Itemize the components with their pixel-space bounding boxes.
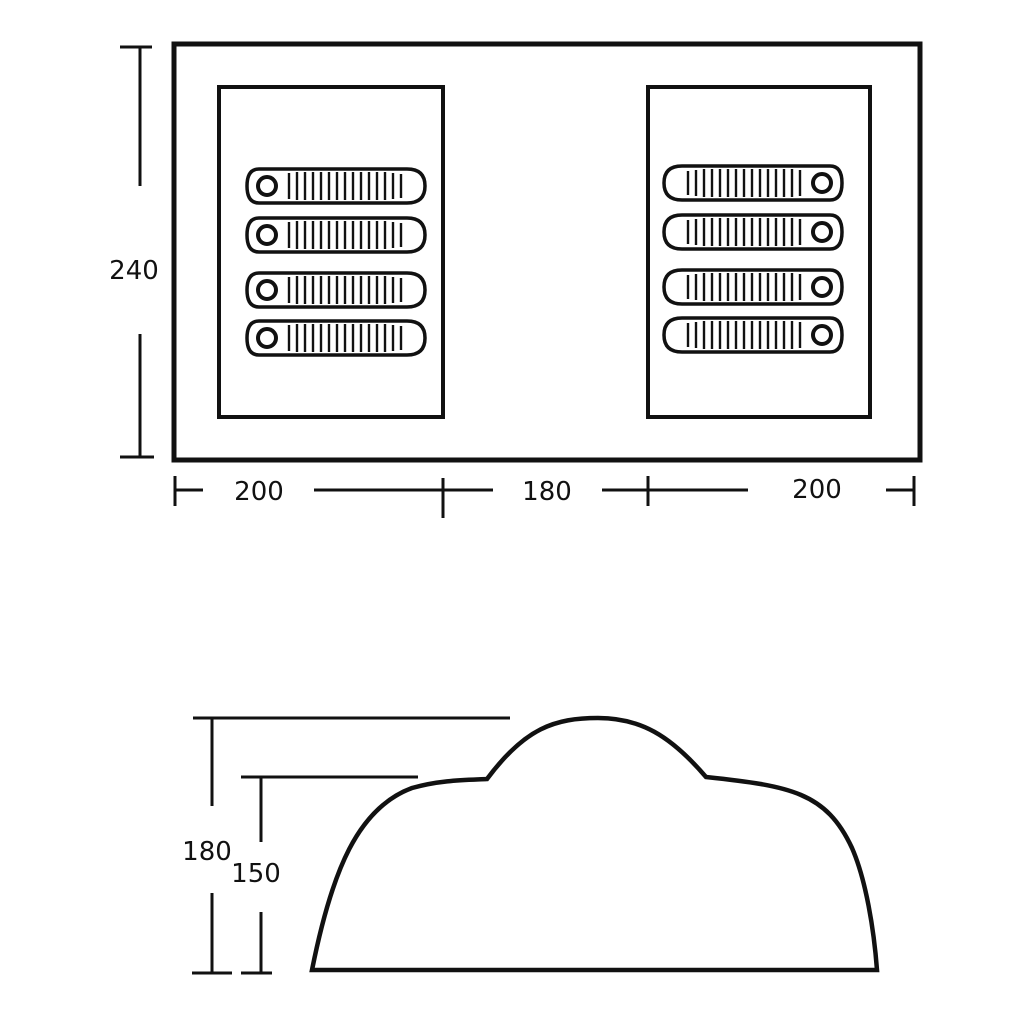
sleeping-bag-icon	[662, 164, 844, 202]
sleeping-bag-icon	[245, 167, 427, 205]
tent-side-profile	[309, 715, 880, 973]
side-height-dimension: 150	[231, 775, 418, 975]
left-bedroom	[217, 85, 445, 419]
right-room-sleeping-bags	[662, 164, 844, 354]
vestibule-length-label: 180	[522, 477, 572, 507]
sleeping-bag-icon	[245, 216, 427, 254]
sleeping-bag-icon	[245, 319, 427, 357]
side-height-label: 150	[231, 859, 281, 889]
tent-floor-outline	[171, 41, 923, 463]
sleeping-bag-icon	[662, 268, 844, 306]
peak-height-dimension: 180	[182, 716, 510, 975]
peak-height-label: 180	[182, 837, 232, 867]
sleeping-bag-icon	[245, 271, 427, 309]
side-view: 180 150	[182, 715, 880, 975]
width-label: 240	[109, 256, 159, 286]
sleeping-bag-icon	[662, 213, 844, 251]
right-bedroom	[646, 85, 872, 419]
left-room-length-label: 200	[234, 477, 284, 507]
sleeping-bag-icon	[662, 316, 844, 354]
width-dimension: 240	[109, 45, 159, 459]
right-room-length-label: 200	[792, 475, 842, 505]
length-dimension: 200 180 200	[173, 475, 916, 518]
left-room-sleeping-bags	[245, 167, 427, 357]
plan-view: 240 200 180 200	[109, 41, 923, 518]
